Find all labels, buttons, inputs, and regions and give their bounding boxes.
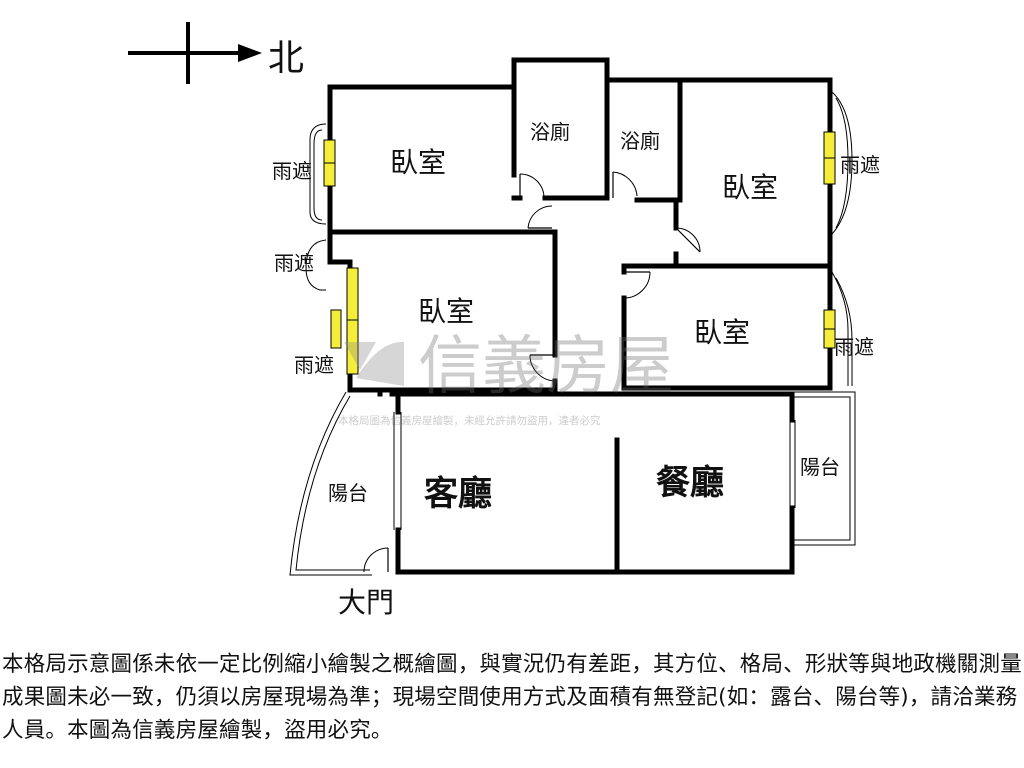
label-rain-shelter-3: 雨遮 xyxy=(274,251,314,275)
compass: 北 xyxy=(128,22,304,84)
label-bath-left: 浴廁 xyxy=(530,120,570,144)
label-balcony-right: 陽台 xyxy=(800,455,840,479)
label-bath-right: 浴廁 xyxy=(620,129,660,153)
label-rain-shelter-5: 雨遮 xyxy=(834,335,874,359)
label-bedroom-mid-right: 臥室 xyxy=(694,316,750,349)
disclaimer-text: 本格局示意圖係未依一定比例縮小繪製之概繪圖，與實況仍有差距，其方位、格局、形狀等… xyxy=(2,652,1022,743)
rain-shelters xyxy=(289,91,856,576)
label-main-door: 大門 xyxy=(338,586,394,619)
label-living-room: 客廳 xyxy=(424,474,492,514)
label-rain-shelter-2: 雨遮 xyxy=(840,153,880,177)
watermark: 信義房屋 本格局圖為信義房屋繪製，未經允許請勿盜用，違者必究 xyxy=(338,330,674,427)
floor-plan: 北 xyxy=(128,22,880,619)
label-dining-room: 餐廳 xyxy=(656,463,724,503)
label-balcony-left: 陽台 xyxy=(328,481,368,505)
compass-north-label: 北 xyxy=(268,38,304,79)
label-bedroom-top-right: 臥室 xyxy=(722,171,778,204)
label-rain-shelter-1: 雨遮 xyxy=(272,159,312,183)
windows xyxy=(323,131,836,375)
doors xyxy=(363,171,701,573)
label-rain-shelter-4: 雨遮 xyxy=(294,353,334,377)
label-bedroom-top-left: 臥室 xyxy=(390,146,446,179)
walls xyxy=(327,57,833,575)
watermark-notice: 本格局圖為信義房屋繪製，未經允許請勿盜用，違者必究 xyxy=(338,414,601,427)
watermark-brand: 信義房屋 xyxy=(418,330,674,404)
label-bedroom-mid-left: 臥室 xyxy=(418,295,474,328)
room-labels: 臥室 浴廁 浴廁 臥室 臥室 臥室 客廳 餐廳 陽台 陽台 雨遮 雨遮 雨遮 雨… xyxy=(272,120,880,619)
